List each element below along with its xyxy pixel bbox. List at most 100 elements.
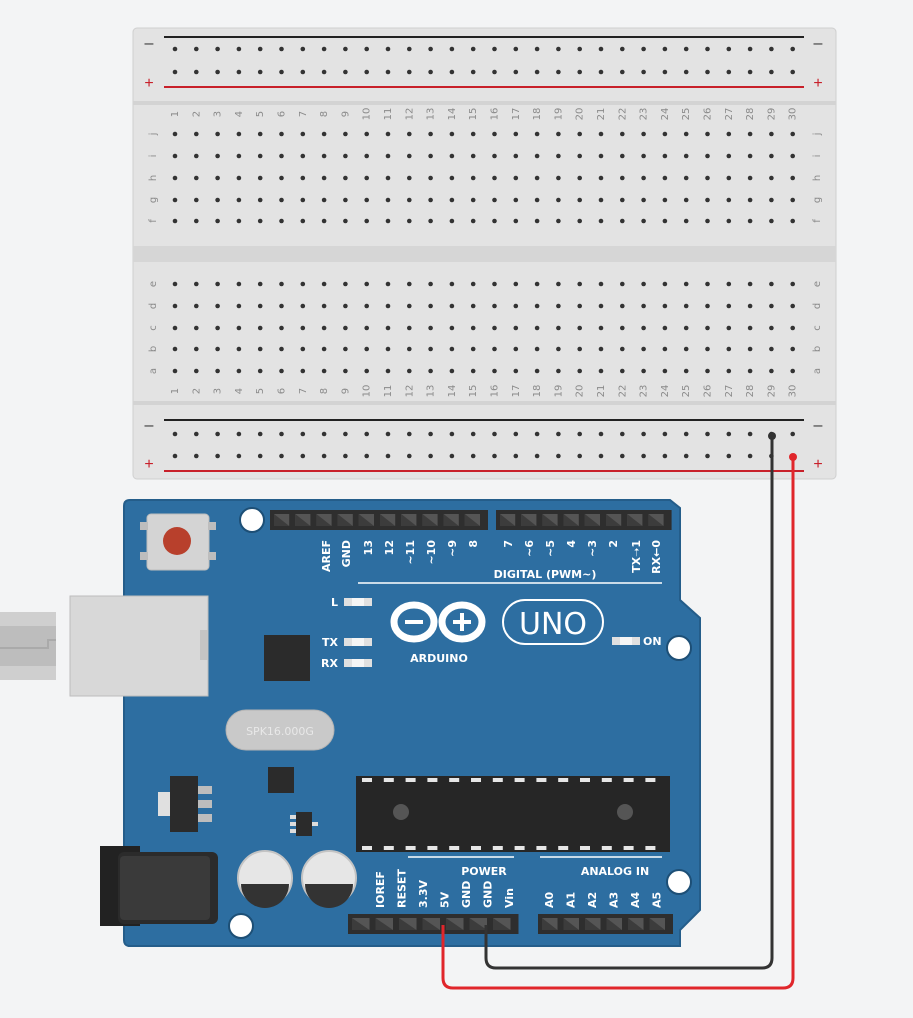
breadboard-hole[interactable] [683, 303, 689, 309]
breadboard-hole[interactable] [705, 153, 710, 159]
breadboard-hole[interactable] [662, 346, 668, 352]
breadboard-hole[interactable] [598, 281, 604, 287]
breadboard-hole[interactable] [385, 281, 391, 287]
power-header[interactable] [348, 914, 519, 934]
rail-hole[interactable] [470, 453, 476, 459]
breadboard-hole[interactable] [428, 303, 433, 309]
rail-hole[interactable] [257, 46, 263, 52]
breadboard-hole[interactable] [364, 303, 370, 309]
breadboard-hole[interactable] [385, 153, 391, 159]
rail-hole[interactable] [321, 431, 327, 437]
rail-hole[interactable] [598, 453, 604, 459]
breadboard-hole[interactable] [641, 197, 646, 203]
breadboard-hole[interactable] [300, 303, 306, 309]
breadboard-hole[interactable] [470, 368, 476, 374]
breadboard-hole[interactable] [215, 346, 220, 352]
breadboard-hole[interactable] [705, 218, 710, 224]
breadboard-hole[interactable] [194, 346, 199, 352]
breadboard-hole[interactable] [343, 153, 348, 159]
breadboard-hole[interactable] [726, 281, 732, 287]
rail-hole[interactable] [683, 46, 689, 52]
rail-hole[interactable] [385, 453, 391, 459]
breadboard-hole[interactable] [705, 175, 710, 181]
breadboard-hole[interactable] [407, 281, 412, 287]
rail-hole[interactable] [449, 46, 455, 52]
rail-hole[interactable] [726, 431, 732, 437]
breadboard-hole[interactable] [407, 131, 412, 137]
breadboard-hole[interactable] [172, 303, 178, 309]
breadboard-hole[interactable] [279, 325, 284, 331]
breadboard-hole[interactable] [641, 175, 646, 181]
breadboard-hole[interactable] [598, 218, 604, 224]
rail-hole[interactable] [215, 46, 220, 52]
rail-hole[interactable] [215, 69, 220, 75]
breadboard-hole[interactable] [172, 131, 178, 137]
breadboard-hole[interactable] [577, 131, 582, 137]
breadboard-hole[interactable] [747, 218, 753, 224]
breadboard-hole[interactable] [556, 153, 561, 159]
breadboard-hole[interactable] [449, 218, 455, 224]
breadboard-hole[interactable] [705, 368, 710, 374]
rail-hole[interactable] [449, 431, 455, 437]
rail-hole[interactable] [428, 431, 433, 437]
breadboard-hole[interactable] [641, 368, 646, 374]
breadboard-hole[interactable] [747, 346, 753, 352]
breadboard-hole[interactable] [705, 303, 710, 309]
gnd-wire[interactable] [484, 436, 774, 970]
breadboard-hole[interactable] [236, 368, 242, 374]
breadboard-hole[interactable] [726, 346, 732, 352]
breadboard-hole[interactable] [385, 175, 391, 181]
breadboard-hole[interactable] [300, 368, 306, 374]
rail-hole[interactable] [790, 46, 795, 52]
rail-hole[interactable] [407, 69, 412, 75]
rail-hole[interactable] [428, 46, 433, 52]
breadboard-hole[interactable] [577, 346, 582, 352]
breadboard-hole[interactable] [513, 325, 519, 331]
breadboard-hole[interactable] [343, 281, 348, 287]
breadboard-hole[interactable] [470, 281, 476, 287]
breadboard-hole[interactable] [620, 197, 625, 203]
breadboard-hole[interactable] [534, 281, 540, 287]
breadboard-hole[interactable] [705, 197, 710, 203]
breadboard-hole[interactable] [513, 303, 519, 309]
rail-hole[interactable] [428, 69, 433, 75]
digital-header-right[interactable] [496, 510, 672, 530]
breadboard-hole[interactable] [577, 175, 582, 181]
breadboard-hole[interactable] [620, 325, 625, 331]
breadboard-hole[interactable] [428, 368, 433, 374]
breadboard-hole[interactable] [321, 325, 327, 331]
breadboard-hole[interactable] [279, 197, 284, 203]
wires[interactable] [441, 432, 797, 990]
breadboard-hole[interactable] [769, 346, 774, 352]
breadboard-hole[interactable] [194, 197, 199, 203]
rail-hole[interactable] [321, 69, 327, 75]
breadboard-hole[interactable] [683, 131, 689, 137]
rail-hole[interactable] [236, 453, 242, 459]
rail-hole[interactable] [492, 46, 497, 52]
breadboard-hole[interactable] [683, 175, 689, 181]
breadboard-hole[interactable] [513, 131, 519, 137]
breadboard-hole[interactable] [321, 131, 327, 137]
rail-hole[interactable] [172, 453, 178, 459]
breadboard-hole[interactable] [172, 368, 178, 374]
breadboard-hole[interactable] [215, 175, 220, 181]
breadboard-hole[interactable] [321, 281, 327, 287]
breadboard-hole[interactable] [407, 346, 412, 352]
rail-hole[interactable] [428, 453, 433, 459]
breadboard-hole[interactable] [257, 368, 263, 374]
rail-hole[interactable] [364, 46, 370, 52]
breadboard-hole[interactable] [534, 175, 540, 181]
rail-hole[interactable] [705, 46, 710, 52]
breadboard-hole[interactable] [683, 153, 689, 159]
breadboard-hole[interactable] [172, 346, 178, 352]
breadboard-hole[interactable] [790, 153, 795, 159]
breadboard-hole[interactable] [194, 303, 199, 309]
rail-hole[interactable] [300, 431, 306, 437]
breadboard-hole[interactable] [641, 218, 646, 224]
breadboard-hole[interactable] [747, 175, 753, 181]
breadboard-hole[interactable] [769, 325, 774, 331]
rail-hole[interactable] [577, 46, 582, 52]
rail-hole[interactable] [534, 46, 540, 52]
rail-hole[interactable] [683, 69, 689, 75]
rail-hole[interactable] [556, 431, 561, 437]
